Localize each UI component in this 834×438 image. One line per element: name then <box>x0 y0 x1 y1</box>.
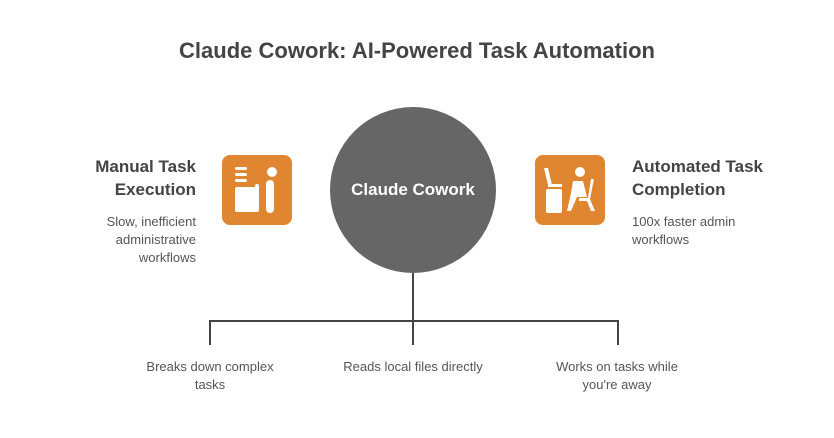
diagram-title: Claude Cowork: AI-Powered Task Automatio… <box>179 38 655 63</box>
left-desc-line: workflows <box>138 250 196 265</box>
right-desc-line: 100x faster admin <box>632 214 736 229</box>
center-label: Claude Cowork <box>351 180 475 199</box>
branch-label-1: Breaks down complex tasks <box>125 358 295 394</box>
branch-label-3: Works on tasks while you're away <box>532 358 702 394</box>
left-desc-line: Slow, inefficient <box>106 214 196 229</box>
right-heading-line: Completion <box>632 180 726 199</box>
right-description: 100x faster admin workflows <box>632 213 735 249</box>
branch-line: you're away <box>582 377 652 392</box>
branch-line: Works on tasks while <box>556 359 678 374</box>
left-desc-line: administrative <box>115 232 196 247</box>
center-circle: Claude Cowork <box>330 107 496 273</box>
branch-line: Reads local files directly <box>343 359 483 374</box>
branch-label-2: Reads local files directly <box>328 358 498 376</box>
right-heading-line: Automated Task <box>632 157 763 176</box>
left-heading-line: Manual Task <box>95 157 196 176</box>
person-at-desk-manual-icon <box>222 155 292 225</box>
branch-line: tasks <box>194 377 226 392</box>
person-at-laptop-icon <box>535 155 605 225</box>
branch-line: Breaks down complex <box>146 359 274 374</box>
left-description: Slow, inefficient administrative workflows <box>107 213 196 267</box>
right-desc-line: workflows <box>632 232 690 247</box>
left-heading-line: Execution <box>114 180 196 199</box>
